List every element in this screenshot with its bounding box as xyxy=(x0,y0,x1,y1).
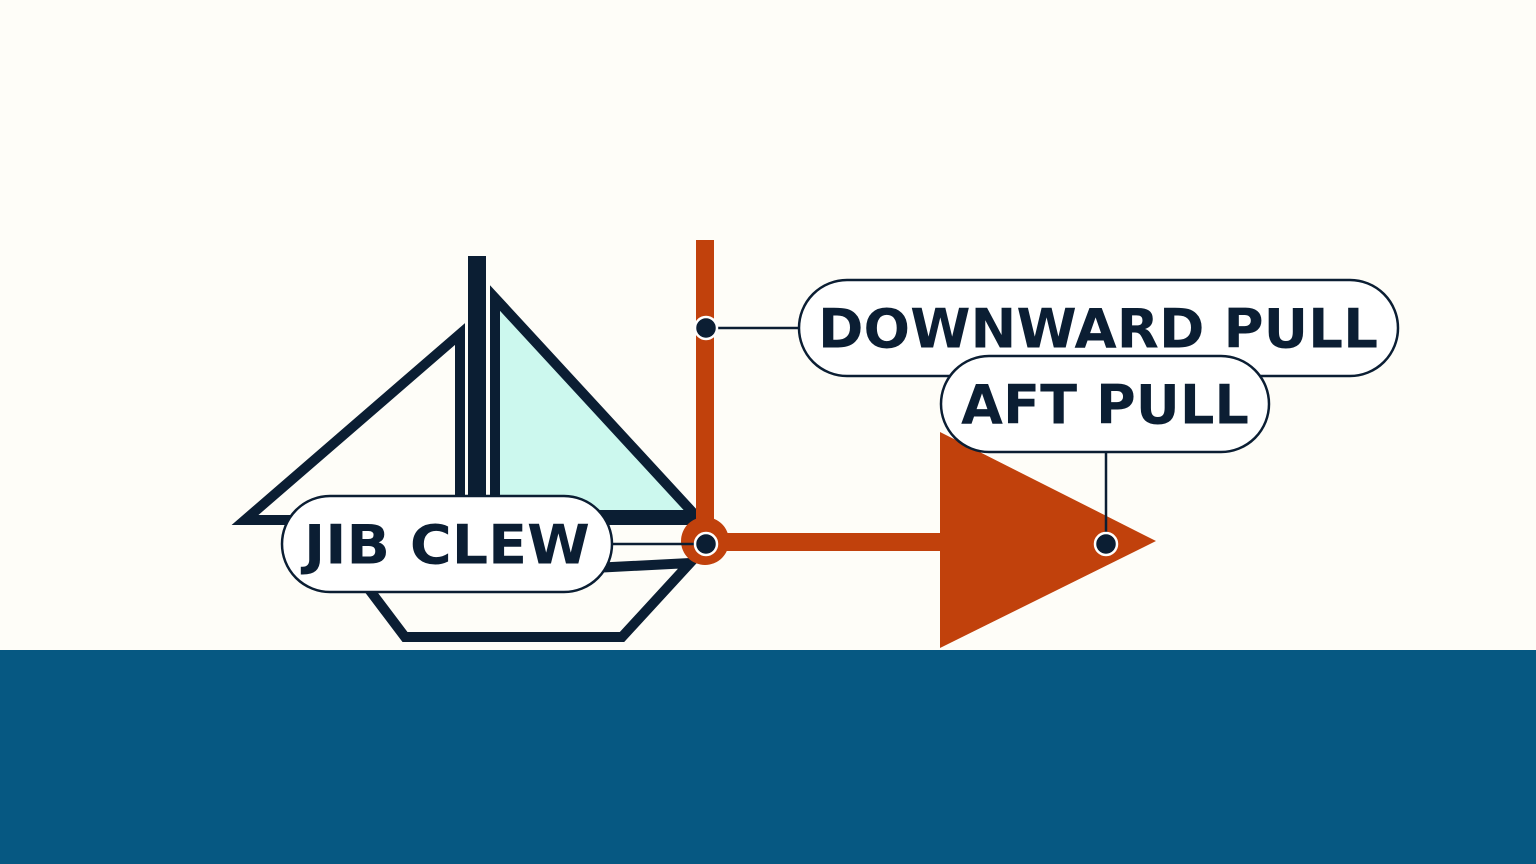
jib-sail xyxy=(490,285,707,520)
water xyxy=(0,650,1536,864)
jib-clew-text: JIB CLEW xyxy=(300,514,590,577)
aft-force-arrowhead xyxy=(940,432,1156,648)
jib-clew-dot xyxy=(693,531,719,557)
aft-force-arrow xyxy=(705,432,1156,648)
downward-force-arrow xyxy=(696,240,714,545)
aft-pull-text: AFT PULL xyxy=(961,374,1249,437)
downward-pull-dot xyxy=(693,315,719,341)
downward-pull-text: DOWNWARD PULL xyxy=(818,298,1378,361)
jib-clew-pill xyxy=(280,494,614,594)
jib-clew-label: JIB CLEW xyxy=(280,494,614,594)
aft-pull-dot xyxy=(1093,531,1119,557)
main-sail xyxy=(231,323,465,525)
aft-pull-label: AFT PULL xyxy=(939,354,1271,454)
mast xyxy=(468,256,486,526)
aft-force-shaft xyxy=(705,533,945,551)
aft-pull-pill xyxy=(939,354,1271,454)
